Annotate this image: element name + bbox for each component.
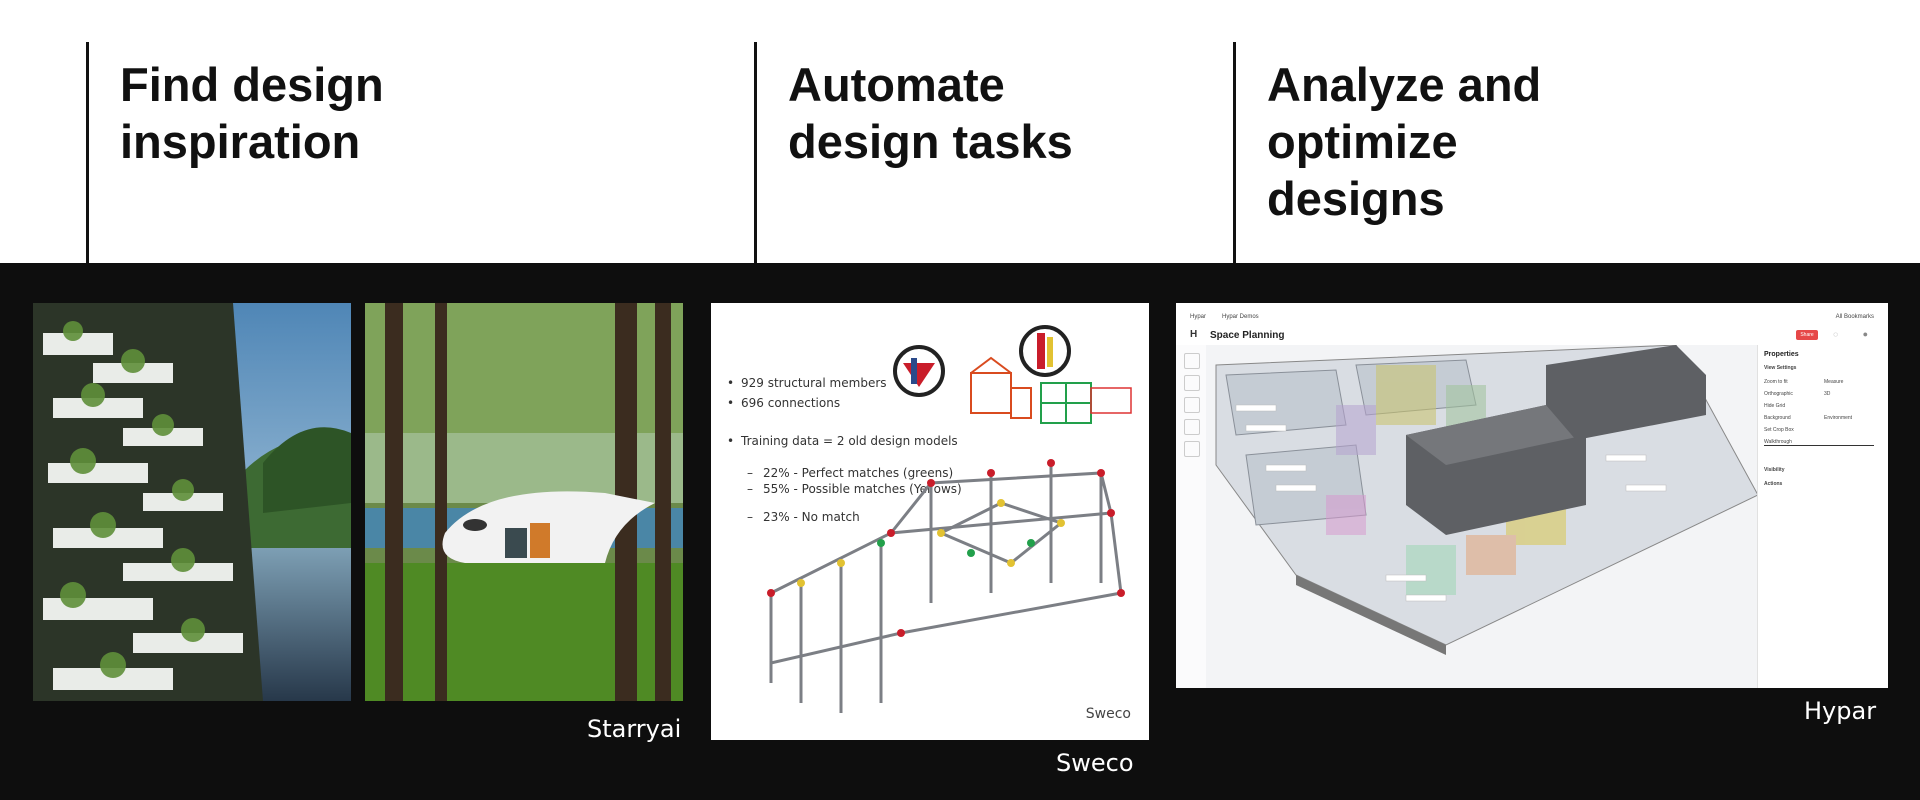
app-topbar: Hypar Hypar Demos All Bookmarks H Space … <box>1176 303 1888 345</box>
view-mode-select[interactable]: 3D <box>1824 391 1831 397</box>
properties-panel: Properties View Settings Zoom to fit Mea… <box>1757 345 1888 688</box>
properties-heading: Properties <box>1764 351 1799 358</box>
tool-4-icon[interactable] <box>1184 419 1200 435</box>
left-toolbar <box>1176 345 1207 688</box>
page-title: Space Planning <box>1210 330 1285 341</box>
divider-3 <box>1233 42 1236 263</box>
divider-2 <box>754 42 757 263</box>
sub-nomatch: 23% - No match <box>725 507 962 527</box>
structure-diagram <box>767 325 1132 713</box>
hypar-logo-icon: H <box>1190 329 1198 340</box>
tool-2-icon[interactable] <box>1184 375 1200 391</box>
bullet-training: Training data = 2 old design models <box>725 431 962 451</box>
caption-sweco: Sweco <box>1056 749 1134 777</box>
breadcrumb-hypar[interactable]: Hypar <box>1190 314 1207 320</box>
showcase-band: Starryai 929 structural members 696 conn… <box>0 263 1920 800</box>
hypar-app-screenshot: Hypar Hypar Demos All Bookmarks H Space … <box>1176 303 1888 688</box>
visibility-section[interactable]: Visibility <box>1764 467 1785 473</box>
forest-house-image <box>365 303 683 701</box>
bullet-connections: 696 connections <box>725 393 962 413</box>
header-band: Find design inspiration Automate design … <box>0 0 1920 263</box>
avatar[interactable]: ● <box>1862 329 1868 339</box>
environment-select[interactable]: Environment <box>1824 415 1853 421</box>
sweco-watermark: Sweco <box>1085 706 1131 722</box>
hide-grid-toggle[interactable]: Hide Grid <box>1764 403 1786 409</box>
green-building-image <box>33 303 351 701</box>
heading-automate: Automate design tasks <box>788 58 1073 168</box>
projection-select[interactable]: Orthographic <box>1764 391 1793 397</box>
bullet-members: 929 structural members <box>725 373 962 393</box>
sweco-structural-panel: 929 structural members 696 connections T… <box>711 303 1149 740</box>
share-button[interactable]: Share <box>1796 330 1818 340</box>
set-crop-box-button[interactable]: Set Crop Box <box>1764 427 1794 433</box>
divider-1 <box>86 42 89 263</box>
tool-3-icon[interactable] <box>1184 397 1200 413</box>
heading-analyze: Analyze and optimize designs <box>1267 58 1542 225</box>
measure-button[interactable]: Measure <box>1824 379 1844 385</box>
comment-icon[interactable]: ◌ <box>1833 330 1838 339</box>
breadcrumb-demos[interactable]: Hypar Demos <box>1222 314 1259 320</box>
caption-starryai: Starryai <box>587 715 682 743</box>
heading-inspiration: Find design inspiration <box>120 58 384 168</box>
background-select[interactable]: Background <box>1764 415 1791 421</box>
sub-possible: 55% - Possible matches (Yellows) <box>725 479 962 499</box>
zoom-to-fit-button[interactable]: Zoom to fit <box>1764 379 1788 385</box>
caption-hypar: Hypar <box>1804 697 1877 725</box>
actions-section[interactable]: Actions <box>1764 481 1783 487</box>
view-settings-heading[interactable]: View Settings <box>1764 365 1797 371</box>
tool-1-icon[interactable] <box>1184 353 1200 369</box>
sub-perfect: 22% - Perfect matches (greens) <box>725 463 962 483</box>
floorplan-3d-view[interactable] <box>1206 345 1758 688</box>
bookmarks-link[interactable]: All Bookmarks <box>1835 314 1874 320</box>
sweco-stats: 929 structural members 696 connections T… <box>725 373 962 527</box>
walkthrough-button[interactable]: Walkthrough <box>1764 439 1874 446</box>
properties-tool-icon[interactable] <box>1184 441 1200 457</box>
